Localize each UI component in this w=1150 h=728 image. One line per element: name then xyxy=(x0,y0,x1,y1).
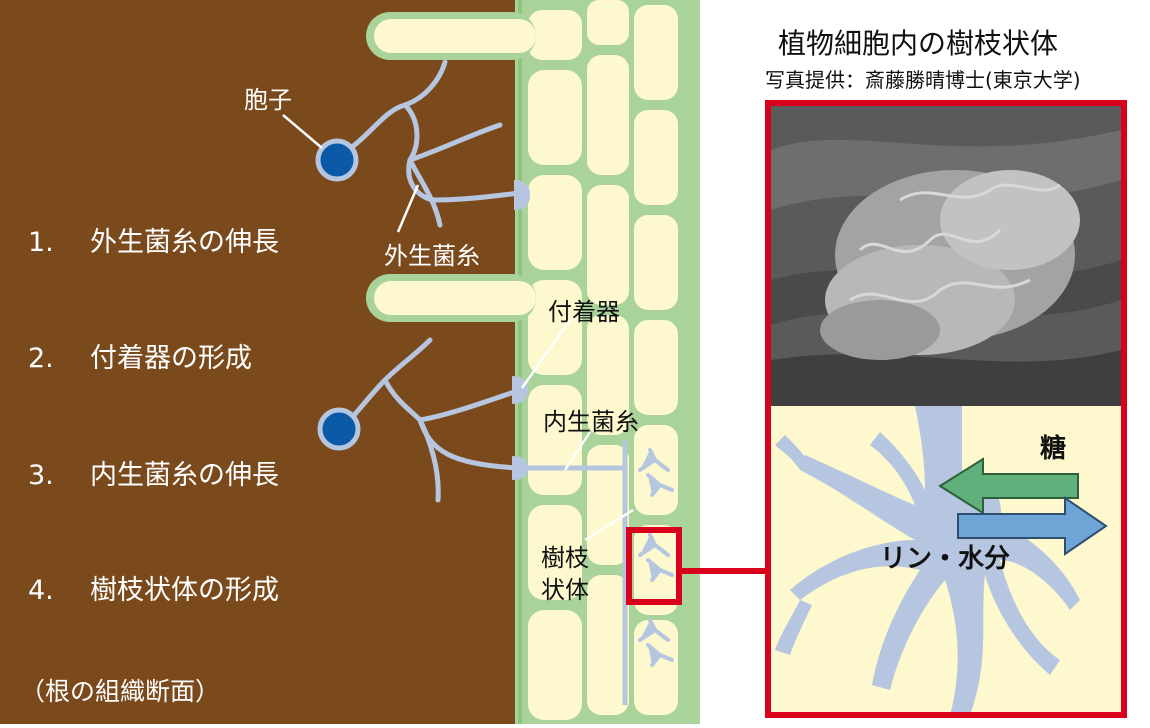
root-cell xyxy=(587,185,629,305)
root-epidermis-edge xyxy=(518,0,522,724)
arbuscule-detail-panel xyxy=(765,100,1127,718)
external-hypha-label: 外生菌糸 xyxy=(384,242,480,270)
root-cell xyxy=(587,55,629,175)
spore-label: 胞子 xyxy=(244,86,292,114)
arbuscule-label-line1: 樹枝 xyxy=(541,544,589,572)
spore-icon xyxy=(315,138,359,182)
root-cell xyxy=(634,425,678,515)
leader-lines xyxy=(282,114,634,542)
root-cell xyxy=(634,320,678,415)
step-number: 2. xyxy=(28,343,54,374)
root-cell xyxy=(587,315,629,435)
root-cell xyxy=(528,280,582,375)
root-hair xyxy=(366,274,536,322)
root-cell xyxy=(587,575,629,715)
step-number: 4. xyxy=(28,575,54,606)
step-1: 1. 外生菌糸の伸長 xyxy=(28,220,279,259)
spore-icon xyxy=(317,407,361,451)
root-cell xyxy=(587,0,629,45)
phosphorus-water-label: リン・水分 xyxy=(880,544,1011,574)
root-cell xyxy=(634,110,678,205)
appressorium-label: 付着器 xyxy=(548,298,620,326)
arbuscule-illustration xyxy=(775,406,1080,715)
step-number: 3. xyxy=(28,460,54,491)
root-cell xyxy=(528,10,582,60)
step-4: 4. 樹枝状体の形成 xyxy=(28,568,279,607)
internal-hyphae xyxy=(525,440,628,705)
root-cell xyxy=(528,505,582,600)
sugar-label: 糖 xyxy=(1040,434,1067,464)
external-hyphae xyxy=(339,59,523,503)
sugar-arrow xyxy=(938,457,1079,515)
step-number: 1. xyxy=(28,227,54,258)
root-cell xyxy=(634,5,678,100)
step-text: 内生菌糸の伸長 xyxy=(90,460,279,491)
phosphorus-water-arrow xyxy=(957,496,1108,556)
step-text: 樹枝状体の形成 xyxy=(90,575,279,606)
root-cell xyxy=(634,620,678,715)
appressorium-marker xyxy=(512,456,528,480)
internal-hypha-label: 内生菌糸 xyxy=(543,408,639,436)
photo-credit: 写真提供：斎藤勝晴博士(東京大学) xyxy=(765,68,1081,92)
root-cell xyxy=(528,610,582,720)
appressorium-marker xyxy=(514,180,530,210)
arbuscule-label-line2: 状体 xyxy=(541,576,589,604)
root-tissue xyxy=(366,0,700,724)
arbuscule-icon xyxy=(638,448,674,667)
step-2: 2. 付着器の形成 xyxy=(28,336,252,375)
highlight-box xyxy=(626,527,682,605)
root-cell xyxy=(528,175,582,270)
step-text: 付着器の形成 xyxy=(90,343,252,374)
root-cell xyxy=(528,70,582,165)
step-3: 3. 内生菌糸の伸長 xyxy=(28,453,279,492)
panel-border xyxy=(765,100,1127,718)
root-hair xyxy=(366,12,536,60)
micrograph-image xyxy=(771,106,1121,406)
panel-title: 植物細胞内の樹枝状体 xyxy=(778,27,1059,60)
section-caption: （根の組織断面） xyxy=(20,677,221,706)
root-cell xyxy=(634,215,678,310)
step-text: 外生菌糸の伸長 xyxy=(90,227,279,258)
root-cell xyxy=(587,445,629,565)
